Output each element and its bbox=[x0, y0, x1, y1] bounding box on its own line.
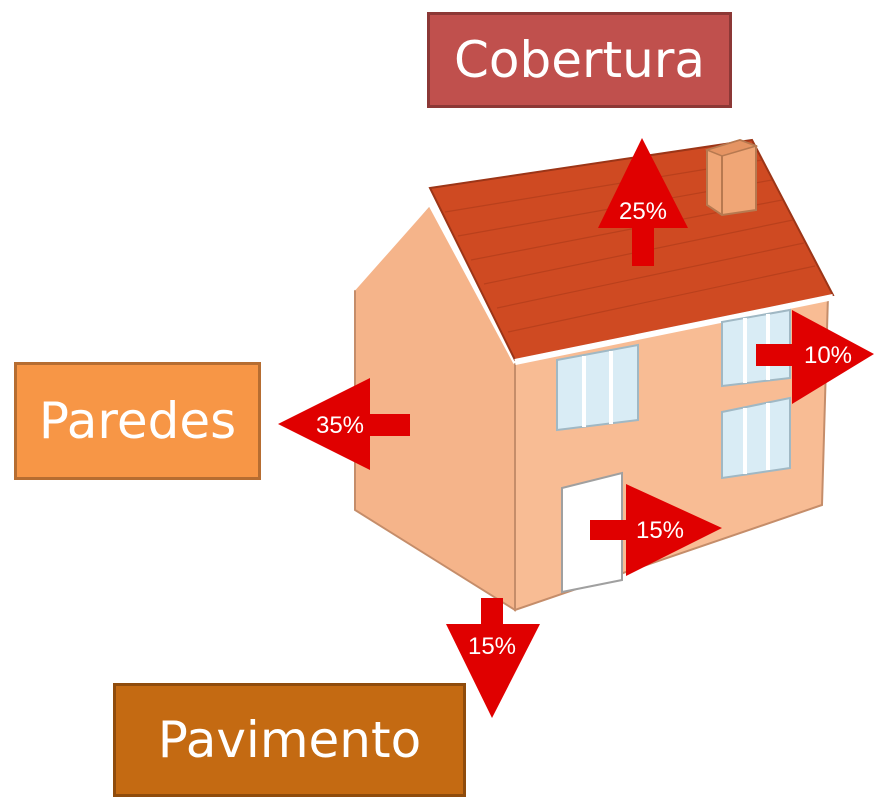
window-lower-left bbox=[556, 343, 639, 432]
roof-loss-arrow: 25% bbox=[598, 138, 688, 266]
roof-label: Cobertura bbox=[427, 12, 732, 108]
floor-loss-arrow: 15% bbox=[446, 598, 540, 718]
floor-label: Pavimento bbox=[113, 683, 466, 797]
door-loss-arrow: 15% bbox=[590, 484, 722, 576]
walls-loss-arrow: 35% bbox=[278, 378, 410, 470]
floor-loss-value: 15% bbox=[468, 633, 516, 660]
walls-label: Paredes bbox=[14, 362, 261, 480]
windows-loss-arrow: 10% bbox=[756, 310, 874, 404]
window-lower-right bbox=[721, 396, 791, 480]
walls-loss-value: 35% bbox=[316, 412, 364, 439]
chimney bbox=[704, 138, 759, 217]
roof-loss-value: 25% bbox=[619, 198, 667, 225]
gable-trim bbox=[349, 193, 521, 364]
windows-loss-value: 10% bbox=[804, 342, 852, 369]
door-loss-value: 15% bbox=[636, 517, 684, 544]
